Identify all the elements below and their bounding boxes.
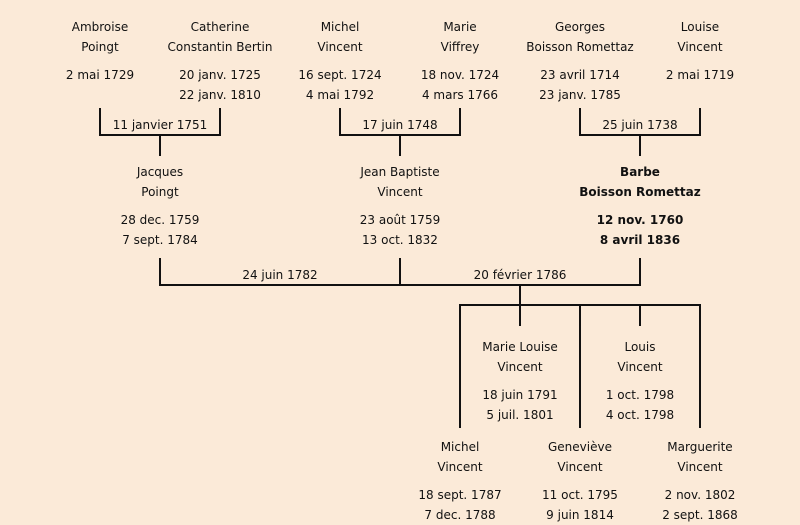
connector-line — [339, 108, 341, 136]
marriage-date: 25 juin 1738 — [602, 118, 678, 132]
connector-line — [459, 304, 461, 428]
marriage-date: 17 juin 1748 — [362, 118, 438, 132]
connector-line — [219, 108, 221, 136]
connector-line — [639, 258, 641, 286]
marriage-date: 11 janvier 1751 — [112, 118, 208, 132]
marriage-date: 24 juin 1782 — [242, 268, 318, 282]
connector-line — [639, 304, 641, 326]
connector-line — [399, 134, 401, 156]
connector-line — [699, 304, 701, 428]
connector-line — [459, 108, 461, 136]
person-dates: 2 mai 1719 — [665, 68, 735, 82]
connector-line — [159, 258, 161, 286]
connector-line — [399, 258, 401, 286]
connector-line — [159, 134, 161, 156]
connector-line — [579, 108, 581, 136]
connector-line — [639, 134, 641, 156]
marriage-date: 20 février 1786 — [473, 268, 567, 282]
person-dates: 2 mai 1729 — [65, 68, 135, 82]
connector-line — [99, 108, 101, 136]
connector-line — [159, 284, 641, 286]
connector-line — [699, 108, 701, 136]
connector-line — [519, 304, 521, 326]
connector-line — [579, 304, 581, 428]
connector-line — [519, 284, 521, 306]
